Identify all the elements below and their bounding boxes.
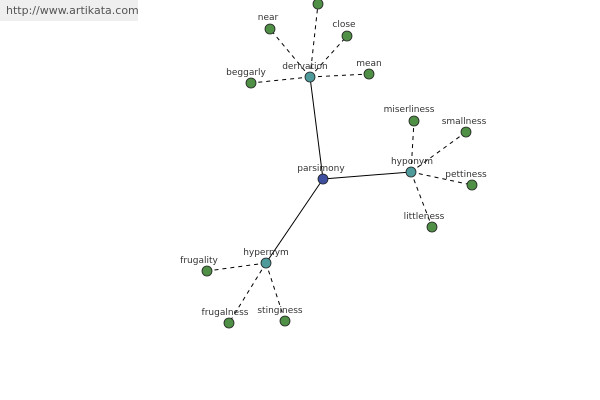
label-leaf: near [258, 13, 279, 23]
node-relation-hypernym[interactable] [260, 257, 272, 269]
label-relation: derivation [282, 62, 328, 72]
node-leaf[interactable] [341, 30, 353, 42]
edge-root-derivation [309, 76, 324, 180]
node-leaf[interactable] [312, 0, 324, 10]
edge-hyponym-pettiness [410, 171, 473, 186]
label-leaf: beggarly [226, 68, 266, 78]
node-leaf[interactable] [466, 179, 478, 191]
node-leaf[interactable] [245, 77, 257, 89]
edge-hyponym-littleness [410, 171, 433, 228]
label-relation: hypernym [243, 248, 289, 258]
node-leaf[interactable] [408, 115, 420, 127]
label-leaf: littleness [404, 212, 445, 222]
edge-hypernym-frugality [206, 262, 267, 272]
nodes-layer [201, 0, 478, 329]
edge-hyponym-smallness [410, 131, 467, 173]
node-leaf[interactable] [426, 221, 438, 233]
label-leaf: miserliness [384, 105, 435, 115]
label-relation: hyponym [391, 157, 433, 167]
node-leaf[interactable] [279, 315, 291, 327]
edge-root-hyponym [322, 171, 412, 180]
edge-derivation-close [309, 35, 348, 78]
node-leaf[interactable] [223, 317, 235, 329]
node-relation-derivation[interactable] [304, 71, 316, 83]
edges-layer [206, 3, 473, 324]
label-root: parsimony [297, 164, 345, 174]
node-leaf[interactable] [460, 126, 472, 138]
label-leaf: frugality [180, 256, 218, 266]
label-leaf: stinginess [257, 306, 303, 316]
watermark-url[interactable]: http://www.artikata.com [0, 0, 139, 21]
edge-hypernym-frugalness [228, 262, 267, 324]
label-leaf: pettiness [445, 170, 487, 180]
label-leaf: frugalness [202, 308, 249, 318]
label-leaf: close [332, 20, 356, 30]
edge-hypernym-stinginess [265, 262, 286, 322]
label-leaf: smallness [442, 117, 487, 127]
node-relation-hyponym[interactable] [405, 166, 417, 178]
node-leaf[interactable] [201, 265, 213, 277]
edge-hyponym-miserliness [410, 120, 415, 173]
node-leaf[interactable] [264, 23, 276, 35]
edge-root-hypernym [265, 178, 324, 264]
edge-derivation-mean [309, 73, 370, 78]
labels-layer: parsimony derivation hyponym hypernym ne… [180, 13, 487, 318]
edge-derivation-near [269, 28, 311, 78]
node-root[interactable] [317, 173, 329, 185]
edge-derivation-beggarly [250, 76, 311, 84]
node-leaf[interactable] [363, 68, 375, 80]
label-leaf: mean [356, 59, 382, 69]
